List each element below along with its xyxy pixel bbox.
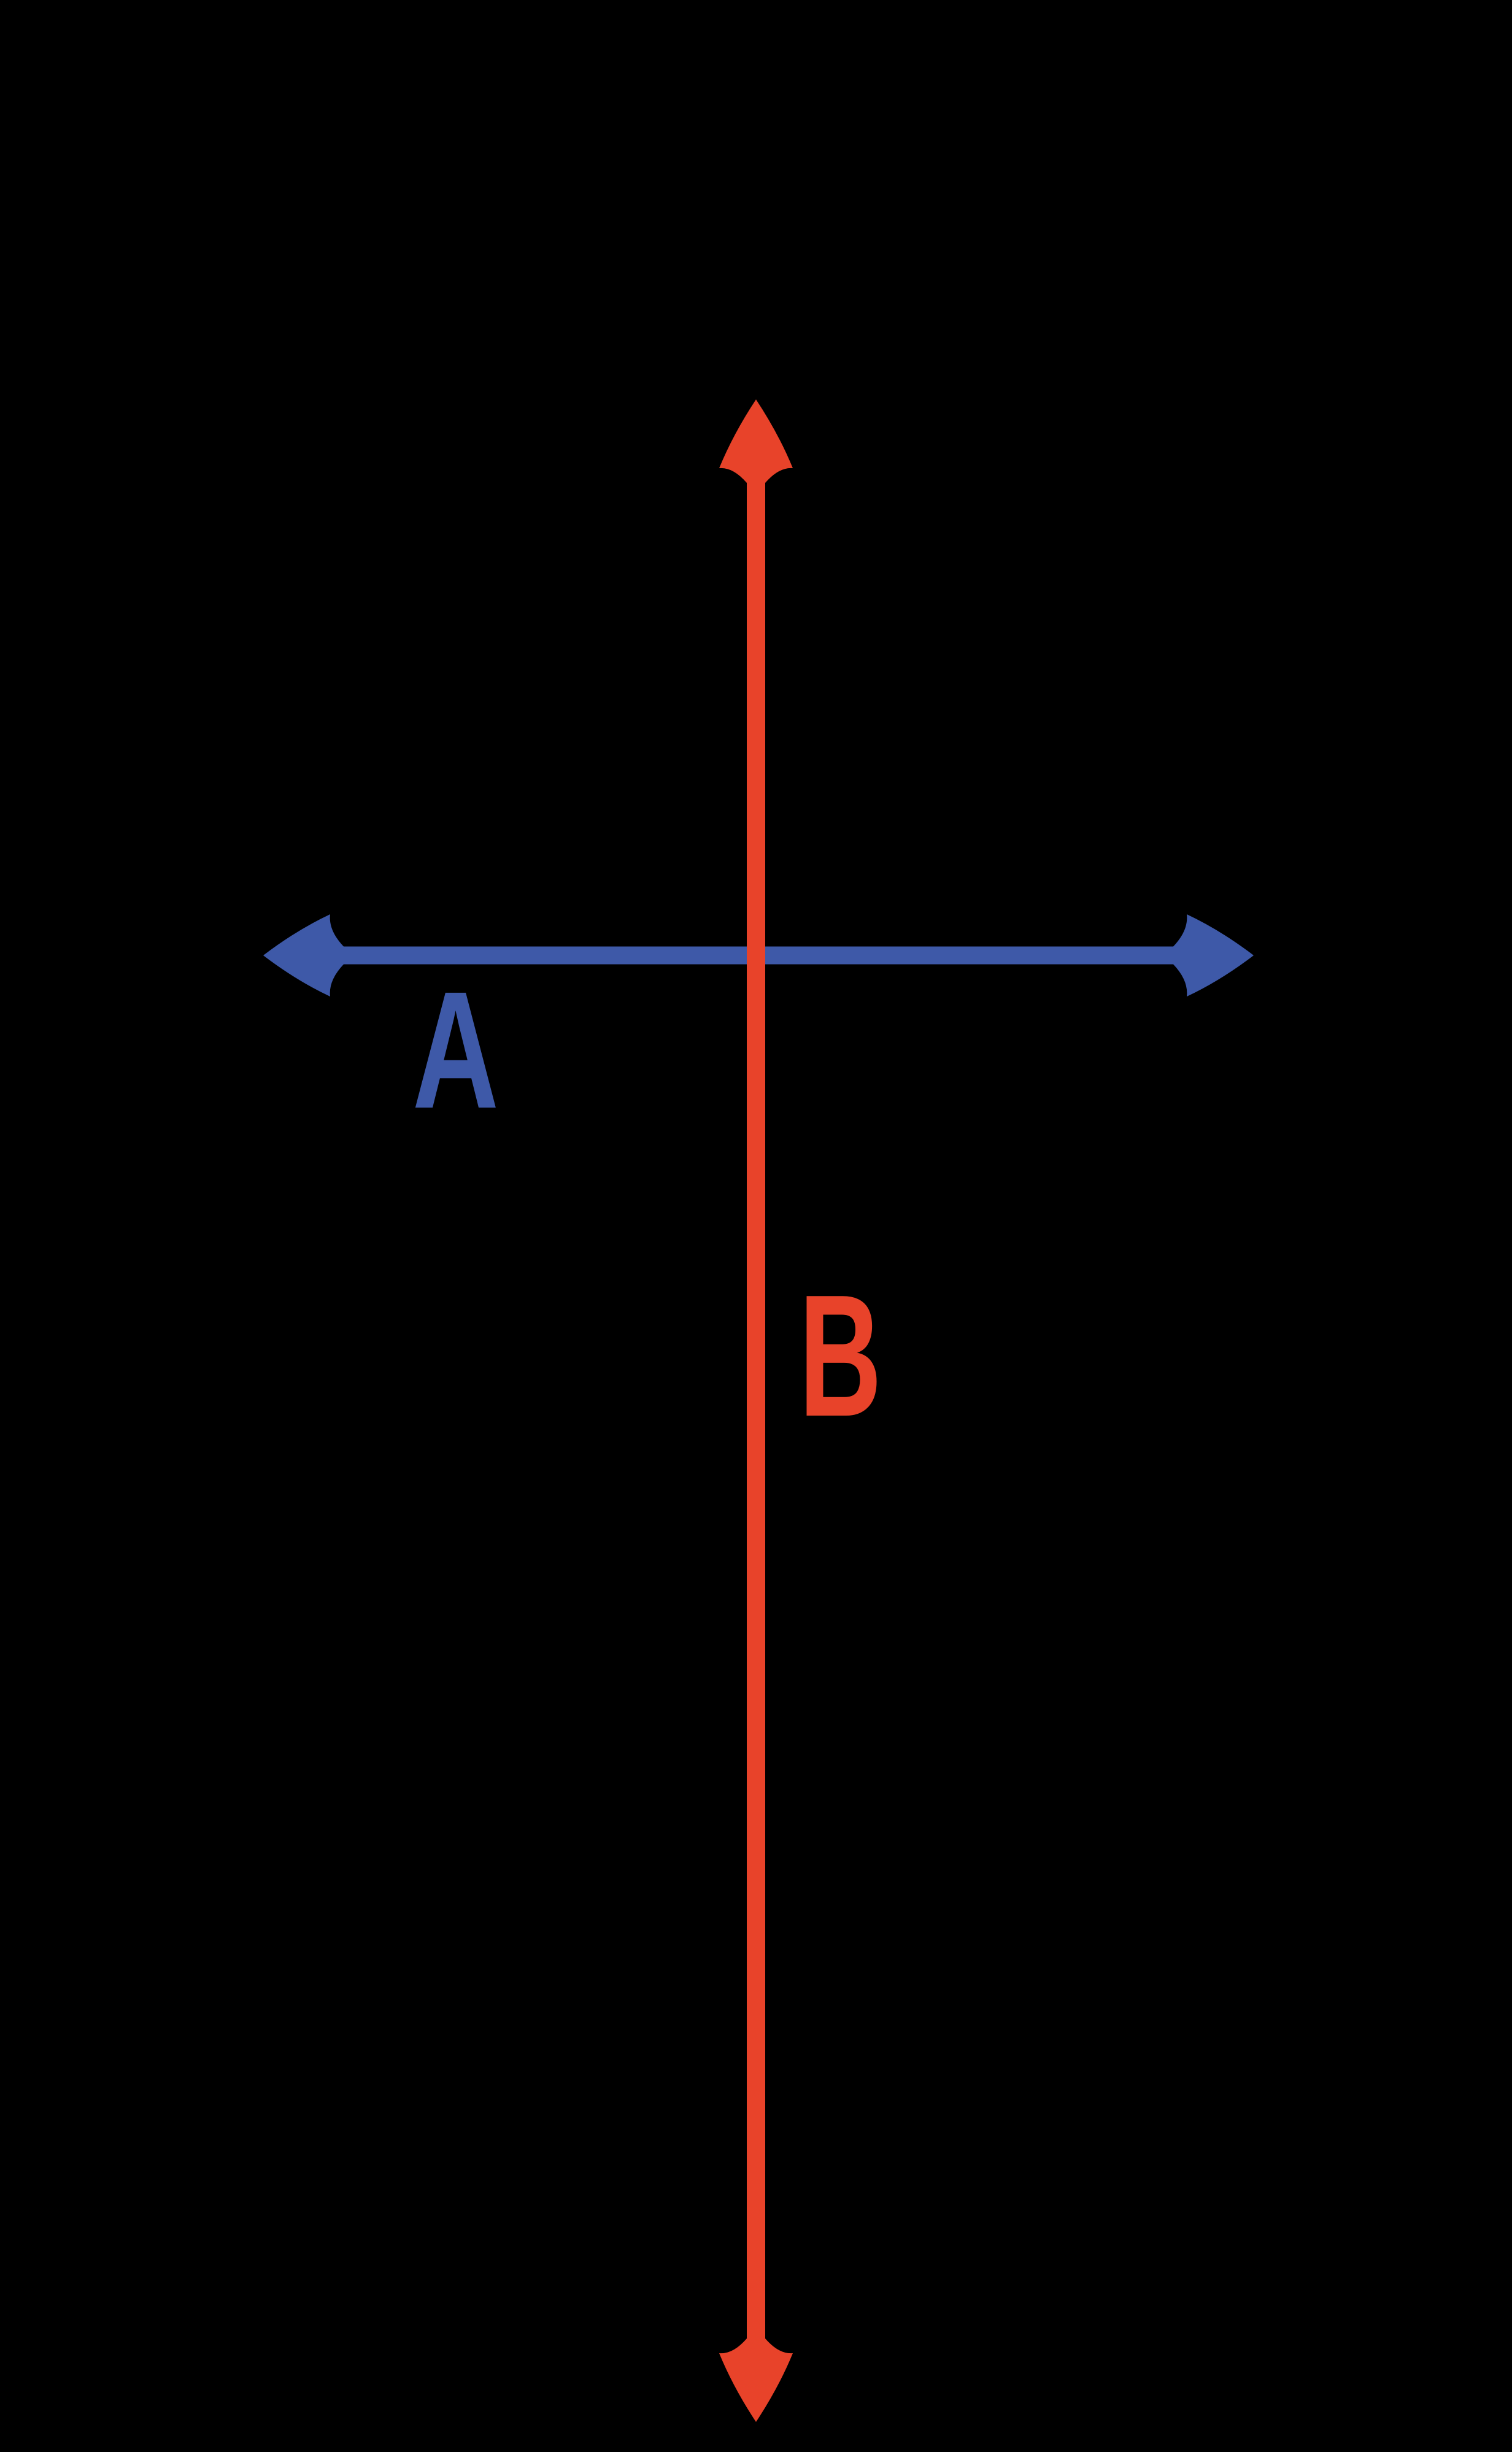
label-line-b: B <box>799 1259 882 1452</box>
line-b-arrow <box>719 399 793 2422</box>
label-line-a: A <box>412 957 499 1143</box>
line-b-arrow-shape <box>719 399 793 2422</box>
